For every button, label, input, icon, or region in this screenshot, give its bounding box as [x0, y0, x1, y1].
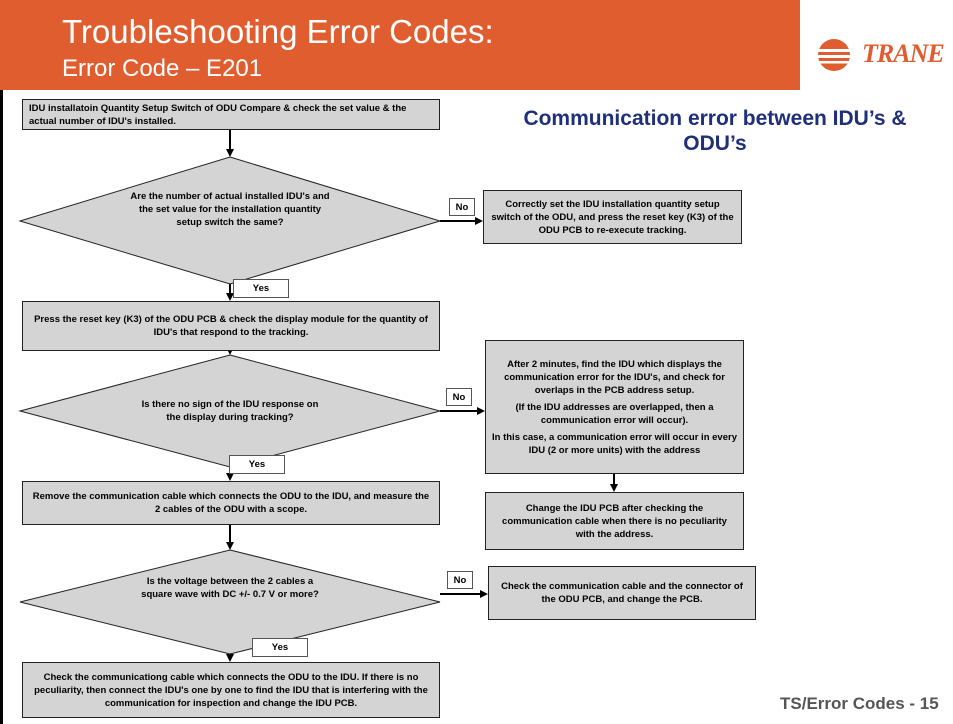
slide-footer: TS/Error Codes - 15 [780, 694, 939, 713]
no-1-text: Correctly set the IDU installation quant… [491, 198, 734, 236]
left-border-line [0, 90, 3, 724]
decision-1-text: Are the number of actual installed IDU's… [130, 191, 330, 228]
diagram-heading: Communication error between IDU’s & ODU’… [523, 107, 907, 155]
no-label-2: No [446, 388, 472, 406]
decision-2-text: Is there no sign of the IDU response on … [141, 399, 319, 423]
no-label-1: No [449, 198, 475, 216]
step-1-text: IDU installatoin Quantity Setup Switch o… [29, 102, 407, 127]
no-2-text-1: After 2 minutes, find the IDU which disp… [504, 358, 725, 396]
yes-label-3: Yes [252, 638, 308, 657]
step-4-box: Check the communicationg cable which con… [22, 662, 440, 718]
title-banner: Troubleshooting Error Codes: Error Code … [0, 0, 800, 90]
no-3-box: Check the communication cable and the co… [488, 566, 756, 620]
step-2-box: Press the reset key (K3) of the ODU PCB … [22, 301, 440, 351]
no-label-3: No [447, 571, 473, 589]
decision-diamond-3 [19, 549, 441, 655]
no-2b-box: Change the IDU PCB after checking the co… [485, 492, 744, 550]
no-1-box: Correctly set the IDU installation quant… [483, 190, 742, 244]
no-2b-text: Change the IDU PCB after checking the co… [502, 502, 727, 540]
trane-logo: TRANE [810, 35, 950, 75]
step-1-box: IDU installatoin Quantity Setup Switch o… [22, 99, 440, 130]
yes-label-1: Yes [233, 279, 289, 298]
yes-label-2: Yes [229, 455, 285, 474]
step-4-text: Check the communicationg cable which con… [34, 671, 428, 709]
slide-subtitle: Error Code – E201 [62, 55, 263, 82]
slide-title: Troubleshooting Error Codes: [62, 13, 494, 50]
trane-globe-icon [814, 39, 854, 71]
step-3-text: Remove the communication cable which con… [32, 491, 430, 515]
logo-wordmark: TRANE [862, 39, 945, 68]
decision-3-text: Is the voltage between the 2 cables a sq… [141, 576, 319, 600]
step-2-text: Press the reset key (K3) of the ODU PCB … [34, 314, 428, 338]
no-2-box: After 2 minutes, find the IDU which disp… [485, 340, 744, 474]
no-2-text-2: (If the IDU addresses are overlapped, th… [515, 401, 714, 426]
no-2-text-3: In this case, a communication error will… [492, 431, 737, 456]
no-3-text: Check the communication cable and the co… [501, 581, 743, 605]
step-3-box: Remove the communication cable which con… [22, 481, 440, 525]
